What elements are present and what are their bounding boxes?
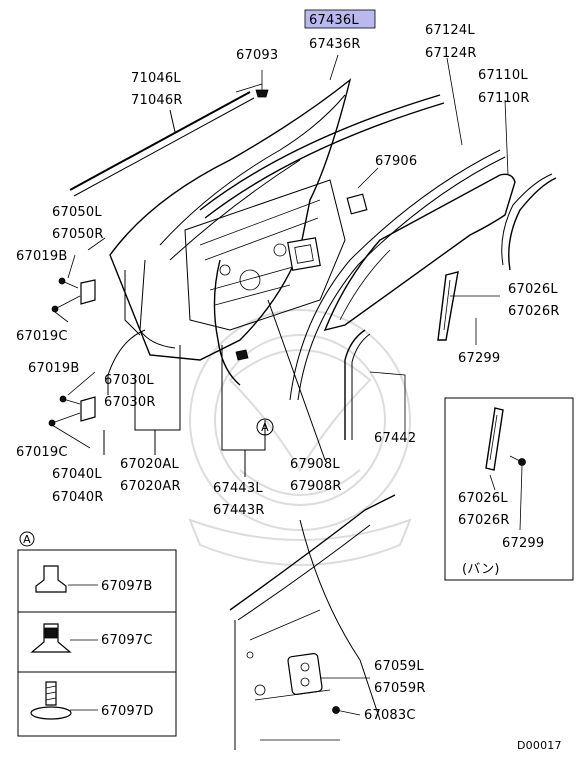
label-67436R: 67436R <box>309 37 361 52</box>
label-67019B-top: 67019B <box>16 249 67 264</box>
cable-67443 <box>213 259 249 386</box>
label-67040L: 67040L <box>52 467 102 482</box>
screw-67093 <box>255 70 269 98</box>
label-67083C: 67083C <box>364 708 416 723</box>
label-67020AR: 67020AR <box>120 479 181 494</box>
label-67443L: 67443L <box>213 481 263 496</box>
label-67110L: 67110L <box>478 68 528 83</box>
label-67443R: 67443R <box>213 503 265 518</box>
door-glass-67110 <box>323 173 516 332</box>
label-67050R: 67050R <box>52 227 104 242</box>
leader-71046 <box>169 109 176 133</box>
stopper-67906 <box>346 193 368 215</box>
label-67020AL: 67020AL <box>120 457 179 472</box>
diagram-id: D00017 <box>517 739 562 752</box>
callout-A-circle-main <box>256 418 274 436</box>
label-67026L-main: 67026L <box>508 282 558 297</box>
glass-run-67124 <box>199 94 506 401</box>
label-67906: 67906 <box>375 154 417 169</box>
label-leaders <box>51 54 509 449</box>
label-67908R: 67908R <box>290 479 342 494</box>
run-channel-67442 <box>344 329 371 440</box>
label-67299-main: 67299 <box>458 351 500 366</box>
hinge-assembly <box>48 277 96 427</box>
label-67030R: 67030R <box>104 395 156 410</box>
label-67097B: 67097B <box>101 579 152 594</box>
label-67436L: 67436L <box>309 13 359 28</box>
label-67050L: 67050L <box>52 205 102 220</box>
label-67059L: 67059L <box>374 659 424 674</box>
label-67110R: 67110R <box>478 91 530 106</box>
label-67093: 67093 <box>236 48 278 63</box>
door-handle-detail <box>229 494 396 750</box>
label-67442: 67442 <box>374 431 416 446</box>
van-inset <box>444 397 574 581</box>
label-67097C: 67097C <box>101 633 153 648</box>
watermark-emblem <box>188 309 412 566</box>
label-67030L: 67030L <box>104 373 154 388</box>
label-67908L: 67908L <box>290 457 340 472</box>
label-67124L: 67124L <box>425 23 475 38</box>
label-67040R: 67040R <box>52 490 104 505</box>
label-67059R: 67059R <box>374 681 426 696</box>
channel-67026 <box>437 173 557 341</box>
weatherstrip-71046 <box>69 83 263 197</box>
label-71046R: 71046R <box>131 93 183 108</box>
label-67124R: 67124R <box>425 46 477 61</box>
label-67019C-top: 67019C <box>16 329 68 344</box>
label-67097D: 67097D <box>101 704 154 719</box>
leader-67908 <box>267 299 326 461</box>
label-67026L-van: 67026L <box>458 491 508 506</box>
callout-A-box: A <box>23 533 31 546</box>
door-shell <box>109 78 352 361</box>
label-71046L: 71046L <box>131 71 181 86</box>
callout-A-main: A <box>261 421 269 434</box>
label-67026R-van: 67026R <box>458 513 510 528</box>
label-67026R-main: 67026R <box>508 304 560 319</box>
label-67019B-bottom: 67019B <box>28 361 79 376</box>
clip-detail-box <box>17 531 177 737</box>
highlight-box <box>304 9 376 29</box>
label-van: (バン) <box>462 562 500 577</box>
label-67299-van: 67299 <box>502 536 544 551</box>
label-67019C-bottom: 67019C <box>16 445 68 460</box>
